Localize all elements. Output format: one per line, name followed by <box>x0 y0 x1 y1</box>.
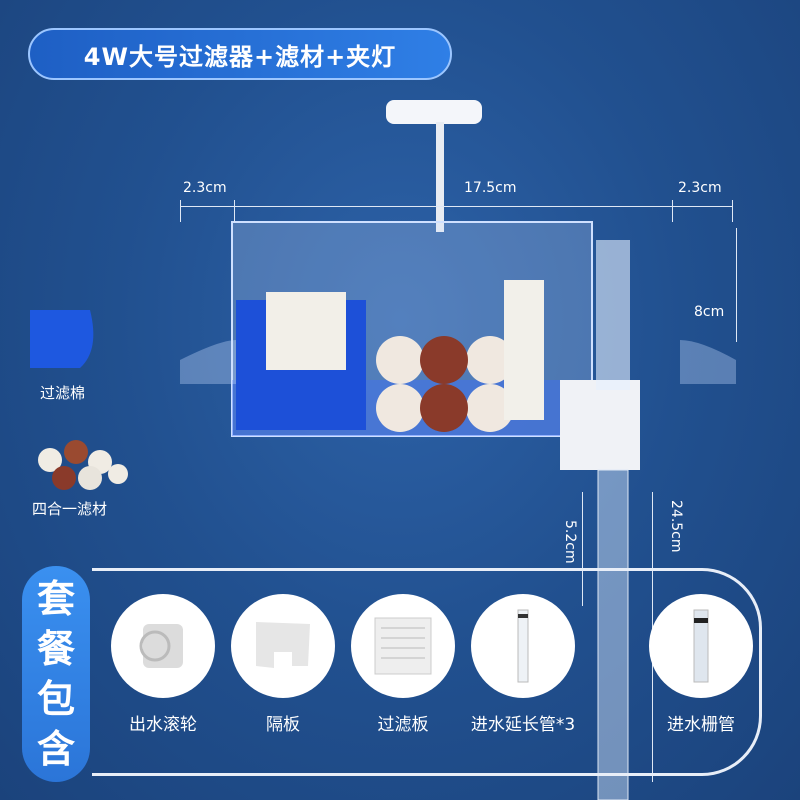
heading-char: 包 <box>36 677 75 721</box>
dimension-tick <box>234 200 235 222</box>
extension-pipe-icon <box>517 609 529 683</box>
width-dimension-line <box>180 206 732 207</box>
pipe-segment-label: 5.2cm <box>562 520 578 564</box>
height-dimension-line <box>736 228 737 342</box>
package-item-intake-strainer: 进水栅管 <box>646 594 756 735</box>
package-panel <box>92 568 762 776</box>
lamp-head <box>386 100 482 124</box>
side-media <box>38 440 128 490</box>
divider-icon <box>256 622 310 668</box>
heading-char: 餐 <box>36 627 75 671</box>
lamp-stem <box>436 122 444 232</box>
heading-char: 含 <box>36 727 75 771</box>
height-label: 8cm <box>694 304 725 320</box>
pipe-total-label: 24.5cm <box>668 500 684 553</box>
item-label: 过滤板 <box>377 715 429 735</box>
intake-pipe <box>597 469 629 800</box>
item-label: 进水延长管*3 <box>470 715 576 735</box>
filter-roller <box>266 292 346 370</box>
roller-icon <box>139 624 183 668</box>
dimension-tick <box>180 200 181 222</box>
intake-strainer-icon <box>693 609 709 683</box>
right-width-label: 2.3cm <box>678 180 722 196</box>
item-label: 出水滚轮 <box>129 715 197 735</box>
side-sponge <box>30 310 94 368</box>
package-item-filter-plate: 过滤板 <box>348 594 458 735</box>
package-heading: 套 餐 包 含 <box>22 566 90 782</box>
left-width-label: 2.3cm <box>183 180 227 196</box>
title-text: 4W大号过滤器+滤材+夹灯 <box>83 42 397 71</box>
main-width-label: 17.5cm <box>464 180 517 196</box>
side-item-media-label: 四合一滤材 <box>32 500 108 518</box>
dimension-tick <box>732 200 733 222</box>
title-banner: 4W大号过滤器+滤材+夹灯 <box>28 28 452 80</box>
filter-plate-icon <box>374 617 432 675</box>
dimension-tick <box>672 200 673 222</box>
filter-media <box>376 336 514 432</box>
pump <box>560 380 640 470</box>
package-item-divider: 隔板 <box>228 594 338 735</box>
item-label: 隔板 <box>266 715 300 735</box>
side-item-sponge-label: 过滤棉 <box>40 384 86 402</box>
item-label: 进水栅管 <box>667 715 735 735</box>
package-item-extension-pipe: 进水延长管*3 <box>468 594 578 735</box>
pipe-segment-line <box>582 492 583 606</box>
heading-char: 套 <box>36 577 75 621</box>
package-item-roller: 出水滚轮 <box>108 594 218 735</box>
